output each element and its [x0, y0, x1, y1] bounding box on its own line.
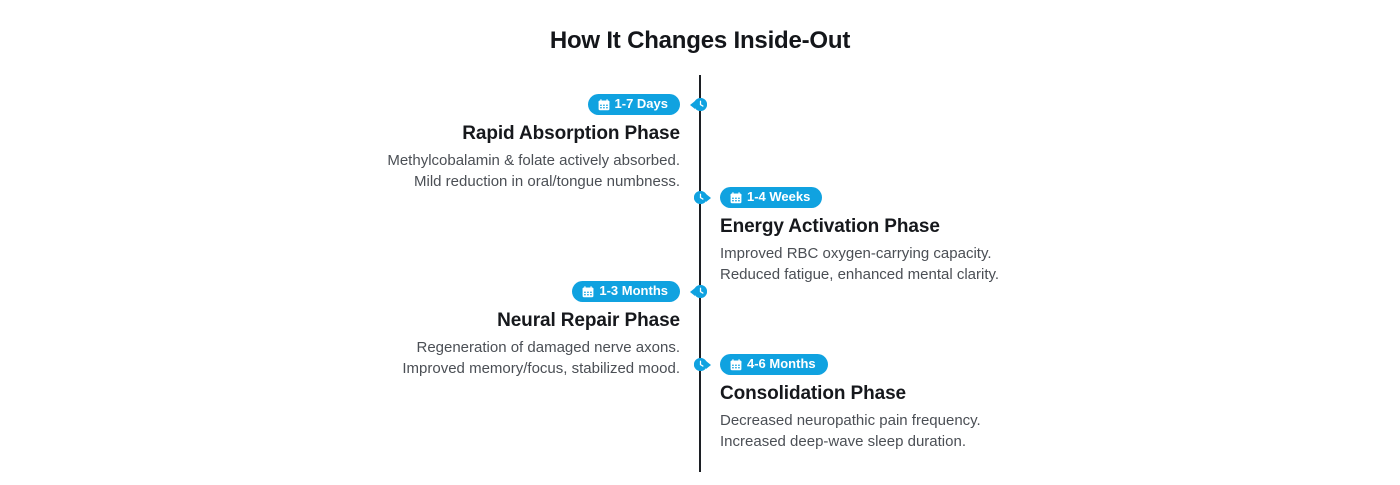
page-title: How It Changes Inside-Out: [549, 27, 851, 54]
timeline-marker-1: [690, 98, 707, 111]
timeline-badge-1: 1-7 Days: [587, 94, 680, 115]
timeline-badge-3: 1-3 Months: [572, 281, 680, 302]
timeline-badge-label: 4-6 Months: [747, 356, 816, 371]
timeline-desc-1-line1: Methylcobalamin & folate actively absorb…: [387, 152, 680, 169]
timeline-marker-3: [690, 285, 707, 298]
timeline-entry-3: 1-3 Months Neural Repair Phase Regenerat…: [402, 281, 680, 379]
calendar-icon: [730, 191, 742, 203]
timeline-badge-2: 1-4 Weeks: [720, 187, 823, 208]
marker-tail-icon: [690, 100, 695, 109]
calendar-icon: [582, 285, 594, 297]
marker-tail-icon: [706, 193, 711, 202]
timeline-desc-2-line1: Improved RBC oxygen-carrying capacity.: [720, 245, 992, 262]
timeline-heading-2: Energy Activation Phase: [720, 216, 940, 237]
timeline-heading-4: Consolidation Phase: [720, 383, 907, 404]
timeline-desc-4-line2: Increased deep-wave sleep duration.: [720, 433, 966, 450]
calendar-icon: [598, 98, 609, 110]
clock-icon: [694, 358, 707, 371]
marker-tail-icon: [706, 360, 711, 369]
clock-icon: [694, 285, 707, 298]
timeline-entry-4: 4-6 Months Consolidation Phase Decreased…: [720, 354, 981, 452]
timeline-badge-label: 1-3 Months: [599, 283, 668, 298]
timeline-desc-4-line1: Decreased neuropathic pain frequency.: [720, 412, 981, 429]
timeline-marker-4: [694, 358, 711, 371]
timeline-desc-1-line2: Mild reduction in oral/tongue numbness.: [414, 173, 680, 190]
timeline-desc-3-line2: Improved memory/focus, stabilized mood.: [402, 360, 680, 377]
timeline-desc-2-line2: Reduced fatigue, enhanced mental clarity…: [720, 266, 1000, 283]
clock-icon: [694, 191, 707, 204]
clock-icon: [694, 98, 707, 111]
timeline-entry-2: 1-4 Weeks Energy Activation Phase Improv…: [720, 187, 999, 285]
timeline-desc-3-line1: Regeneration of damaged nerve axons.: [416, 339, 680, 356]
timeline-badge-label: 1-4 Weeks: [747, 189, 811, 204]
timeline-heading-3: Neural Repair Phase: [497, 310, 680, 331]
timeline-marker-2: [694, 191, 711, 204]
timeline-badge-label: 1-7 Days: [614, 96, 668, 111]
marker-tail-icon: [690, 287, 695, 296]
timeline-axis: [699, 75, 701, 472]
timeline-heading-1: Rapid Absorption Phase: [462, 123, 680, 144]
calendar-icon: [730, 358, 742, 370]
timeline-entry-1: 1-7 Days Rapid Absorption Phase Methylco…: [387, 94, 680, 192]
timeline-badge-4: 4-6 Months: [720, 354, 828, 375]
